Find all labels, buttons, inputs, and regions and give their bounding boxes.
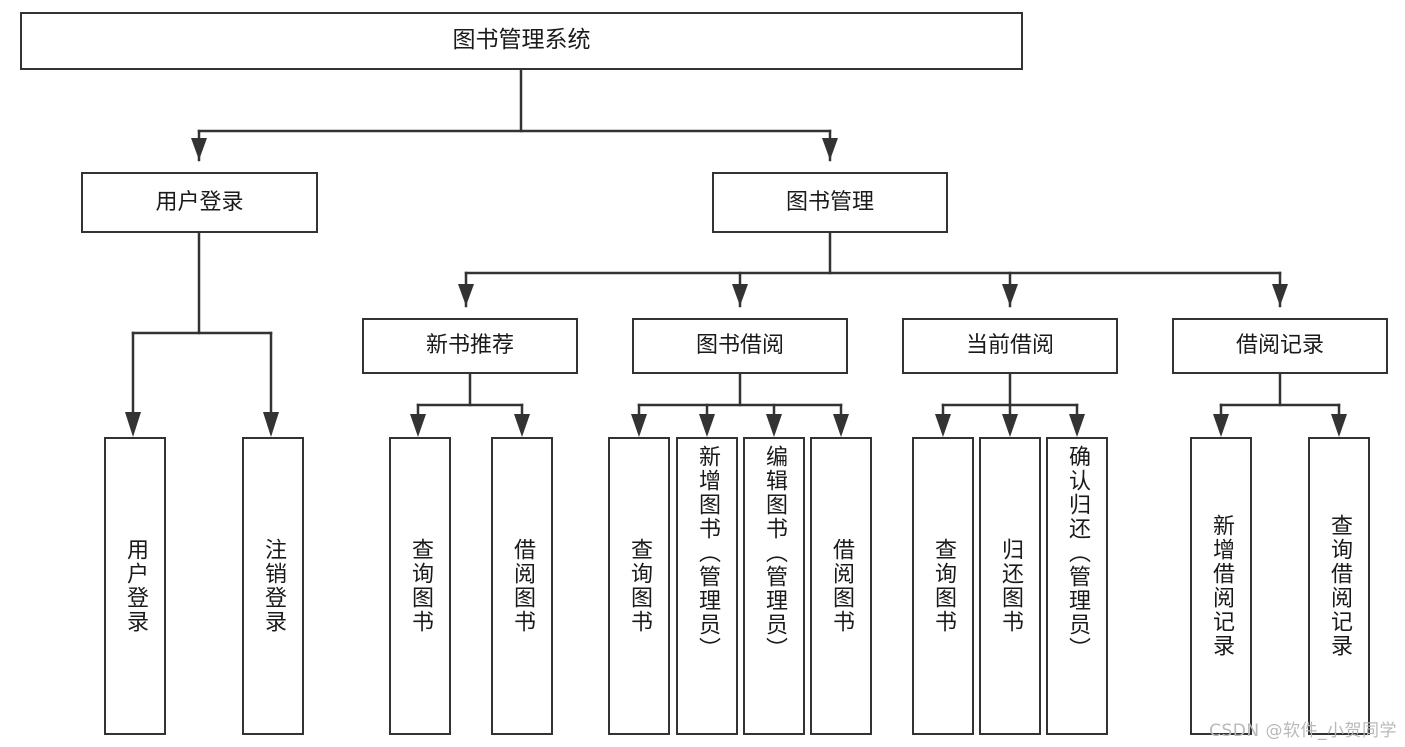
leaf-user-login[interactable]: 用户登录 [104,437,166,735]
node-label: 查询借阅记录 [1327,514,1352,658]
node-book-management[interactable]: 图书管理 [712,172,948,233]
node-new-book-recommend[interactable]: 新书推荐 [362,318,578,374]
arrow-borrow-1 [631,414,647,437]
node-label: 查询图书 [931,538,956,634]
node-label: 确认归还（管理员） [1065,445,1090,661]
node-label: 新增借阅记录 [1209,514,1234,658]
arrow-borrow-2 [699,414,715,437]
leaf-borrow-query-book[interactable]: 查询图书 [608,437,670,735]
node-label: 借阅记录 [1235,333,1324,359]
arrow-l3-4 [1272,284,1288,306]
arrow-borrow-4 [833,414,849,437]
node-label: 图书管理 [785,189,874,215]
node-label: 用户登录 [155,189,244,215]
node-book-borrow[interactable]: 图书借阅 [632,318,848,374]
node-user-login[interactable]: 用户登录 [81,172,318,233]
leaf-current-query-book[interactable]: 查询图书 [912,437,974,735]
arrow-record-1 [1213,414,1229,437]
arrow-l3-2 [732,284,748,306]
leaf-current-confirm-return-admin[interactable]: 确认归还（管理员） [1046,437,1108,735]
node-label: 编辑图书（管理员） [762,445,787,661]
arrow-l3-3 [1002,284,1018,306]
node-label: 查询图书 [627,538,652,634]
node-borrow-record[interactable]: 借阅记录 [1172,318,1388,374]
arrow-newbook-2 [514,414,530,437]
arrow-current-2 [1002,414,1018,437]
node-label: 用户登录 [123,538,148,634]
arrow-current-3 [1069,414,1085,437]
node-label: 当前借阅 [965,333,1054,359]
leaf-logout[interactable]: 注销登录 [242,437,304,735]
leaf-current-return-book[interactable]: 归还图书 [979,437,1041,735]
node-label: 查询图书 [408,538,433,634]
node-label: 借阅图书 [510,538,535,634]
node-label: 借阅图书 [829,538,854,634]
leaf-borrow-add-book-admin[interactable]: 新增图书（管理员） [676,437,738,735]
arrow-newbook-1 [410,414,426,437]
node-root-system[interactable]: 图书管理系统 [20,12,1023,70]
arrow-borrow-3 [766,414,782,437]
leaf-borrow-borrow-book[interactable]: 借阅图书 [810,437,872,735]
arrow-login-1 [125,412,141,437]
arrow-current-1 [935,414,951,437]
leaf-record-add-record[interactable]: 新增借阅记录 [1190,437,1252,735]
node-label: 图书管理系统 [452,27,591,54]
arrow-user-login [191,138,207,160]
leaf-newbook-borrow-book[interactable]: 借阅图书 [491,437,553,735]
arrow-record-2 [1331,414,1347,437]
node-label: 注销登录 [261,538,286,634]
arrow-book-manage [822,138,838,160]
leaf-newbook-query-book[interactable]: 查询图书 [389,437,451,735]
node-label: 归还图书 [998,538,1023,634]
node-current-borrow[interactable]: 当前借阅 [902,318,1118,374]
watermark-text: CSDN @软件_小贺同学 [1209,721,1397,741]
node-label: 图书借阅 [695,333,784,359]
leaf-record-query-record[interactable]: 查询借阅记录 [1308,437,1370,735]
node-label: 新增图书（管理员） [695,445,720,661]
arrow-l3-1 [458,284,474,306]
node-label: 新书推荐 [425,333,514,359]
arrow-login-2 [263,412,279,437]
leaf-borrow-edit-book-admin[interactable]: 编辑图书（管理员） [743,437,805,735]
